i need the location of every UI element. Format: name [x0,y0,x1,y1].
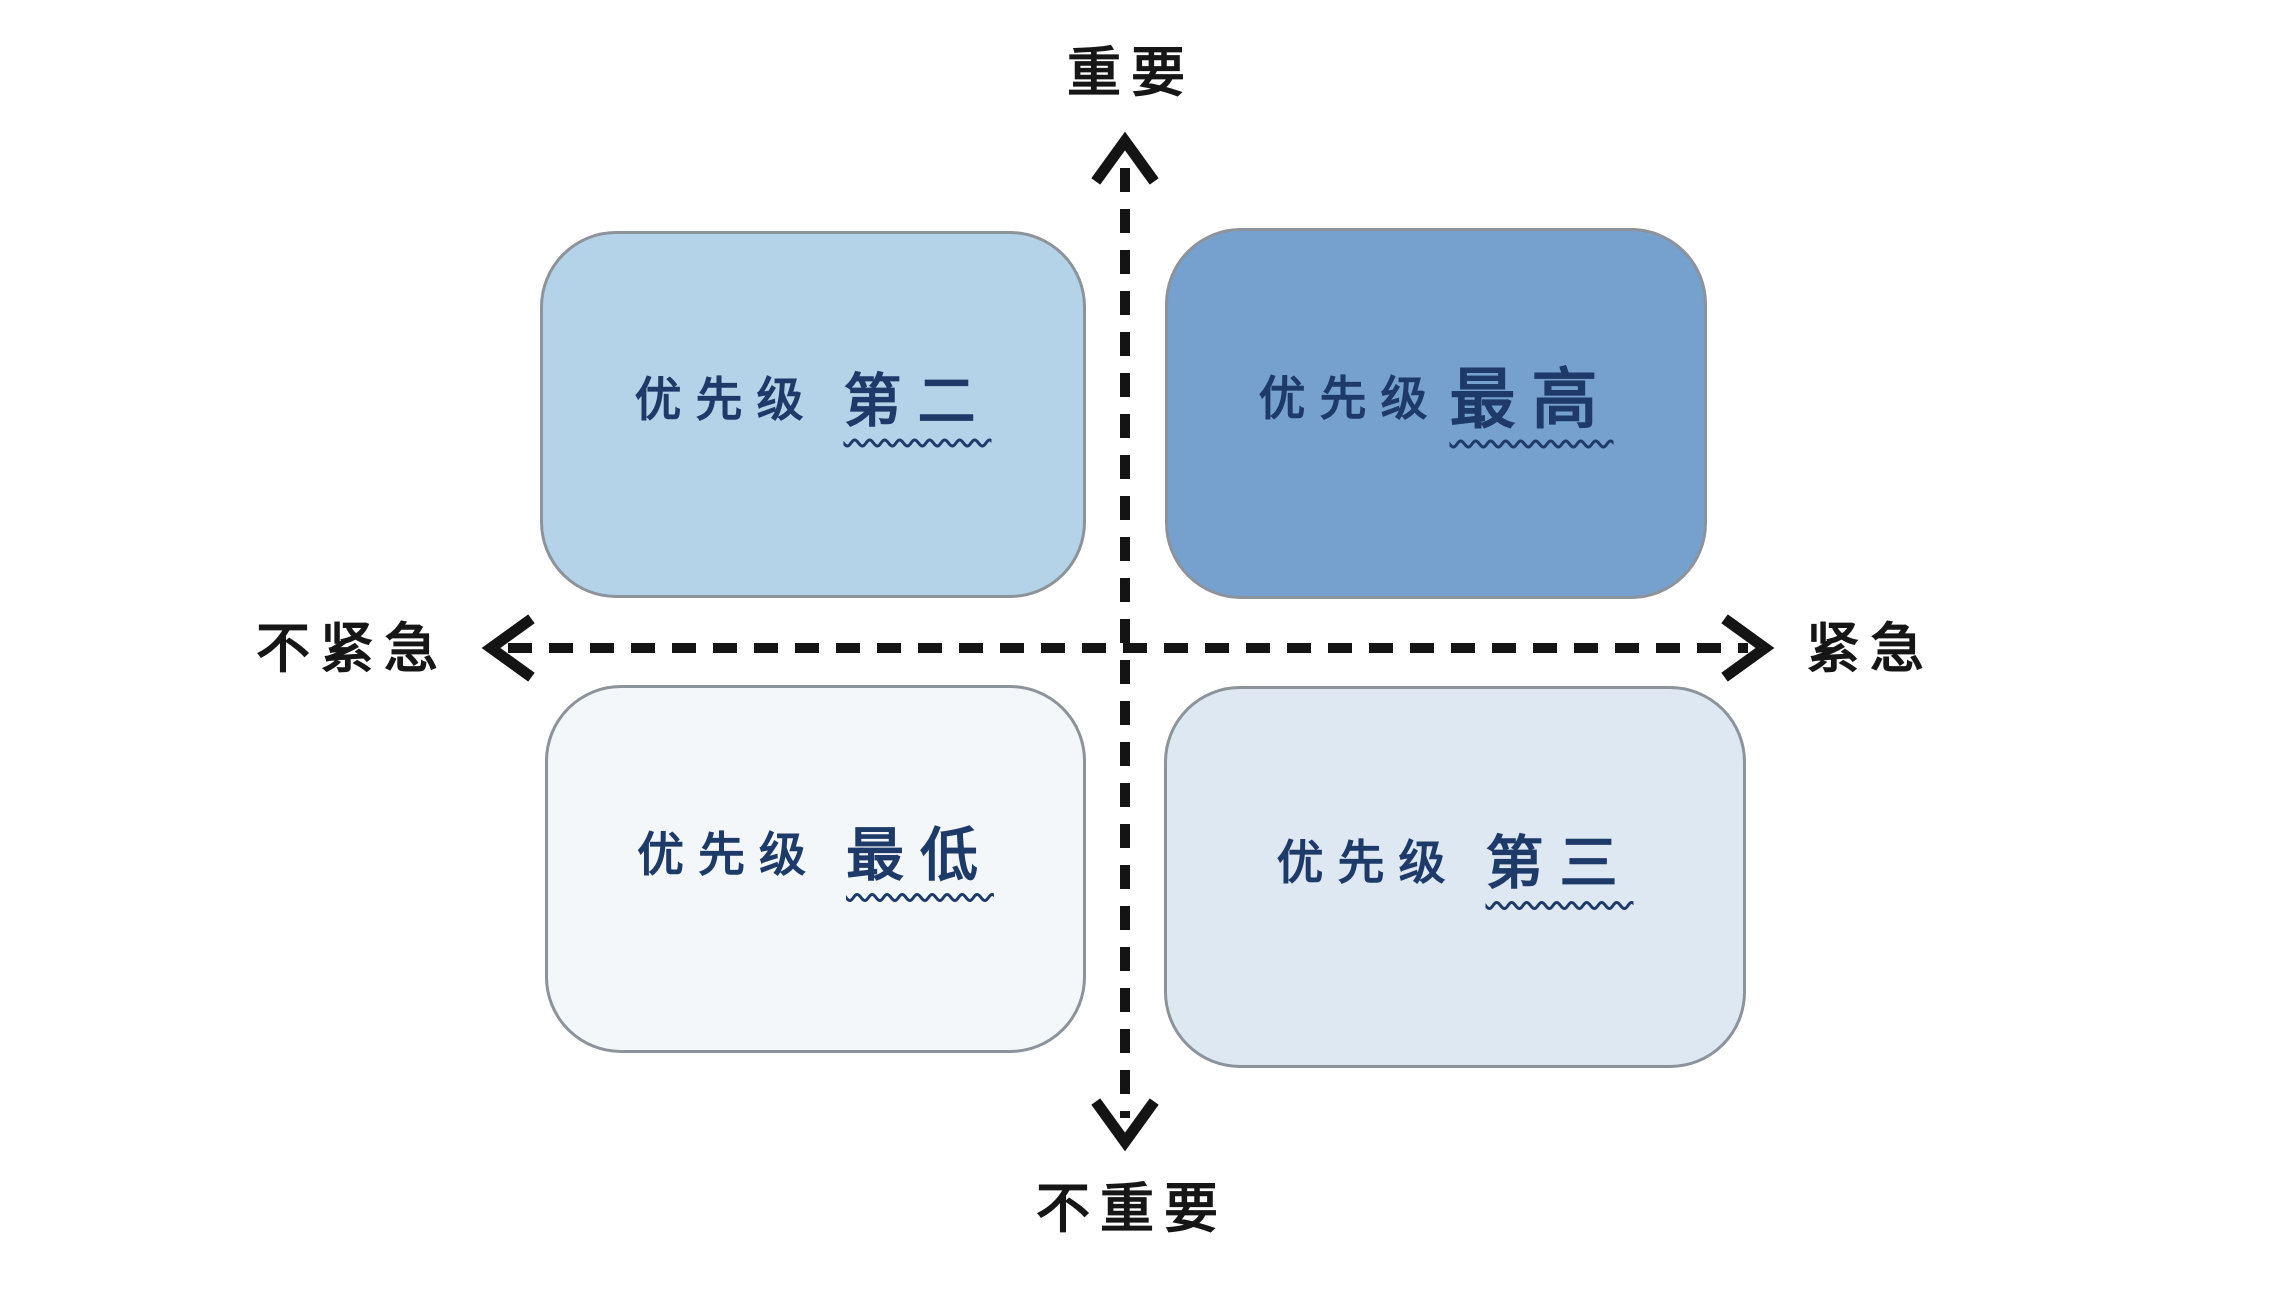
axis-label-important: 重要 [1067,41,1195,104]
quadrant-text: 优先级 第三 [1276,834,1633,892]
axis-label-not-urgent: 不紧急 [256,617,448,680]
quadrant-text: 优先级 第二 [634,372,991,430]
quadrant-important-not-urgent: 优先级 第二 [540,231,1086,598]
priority-prefix-label: 优先级 [636,827,820,883]
left-arrowhead-icon [481,614,535,682]
priority-value-label: 最高 [1449,360,1614,438]
quadrant-text: 优先级 最高 [1258,360,1614,438]
priority-value-label: 第二 [843,366,992,435]
right-arrowhead-icon [1721,614,1775,682]
priority-prefix-label: 优先级 [634,373,818,428]
down-arrowhead-icon [1091,1098,1159,1152]
quadrant-not-important-not-urgent: 优先级 最低 [545,685,1086,1053]
priority-prefix-label: 优先级 [1258,372,1442,427]
priority-value-label: 最低 [845,821,994,889]
quadrant-important-urgent: 优先级 最高 [1165,228,1707,599]
priority-value-label: 第三 [1485,829,1634,897]
axis-label-urgent: 紧急 [1806,617,1934,680]
axis-label-not-important: 不重要 [1036,1177,1228,1240]
quadrant-not-important-urgent: 优先级 第三 [1164,686,1746,1068]
up-arrowhead-icon [1091,131,1159,185]
priority-prefix-label: 优先级 [1276,835,1460,891]
quadrant-text: 优先级 最低 [637,826,994,884]
